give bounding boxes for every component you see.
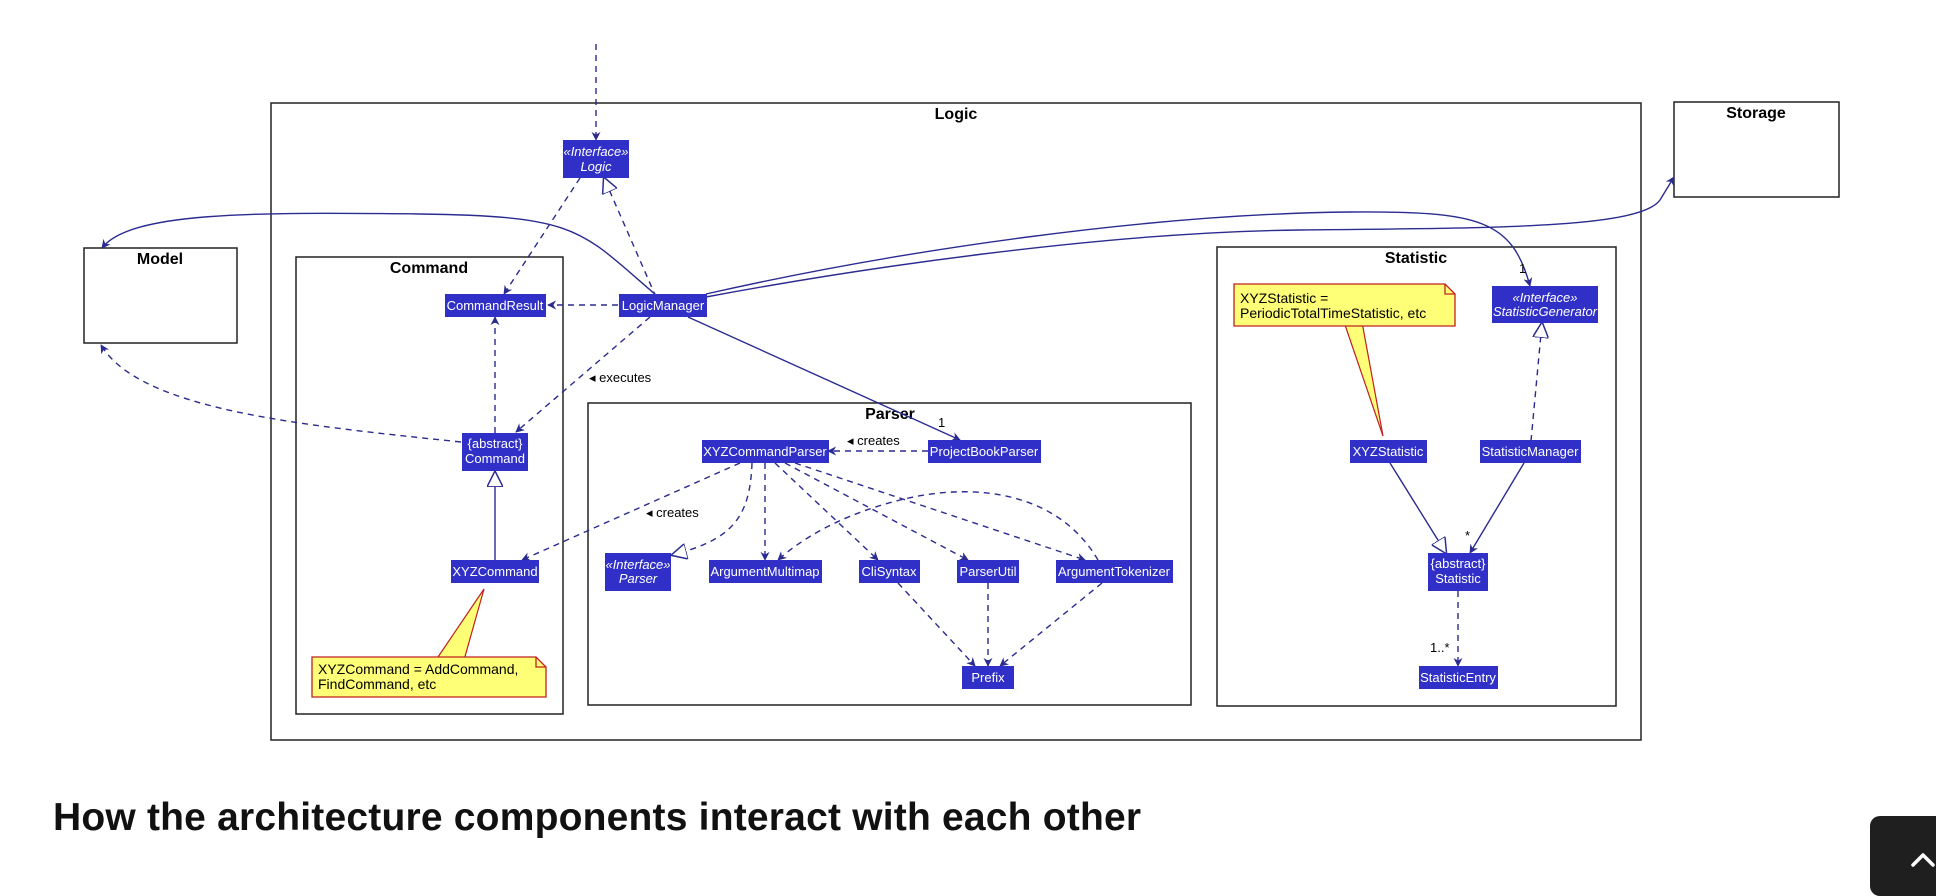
- class-command-name: Command: [465, 451, 525, 466]
- class-xyzstatistic-name: XYZStatistic: [1353, 444, 1424, 459]
- class-statisticgenerator-stereotype: «Interface»: [1512, 290, 1577, 305]
- class-logic-interface[interactable]: «Interface» Logic: [563, 140, 629, 178]
- edge-statisticmanager-to-statistic: [1469, 462, 1525, 554]
- multiplicity-statisticgenerator: 1: [1519, 261, 1526, 276]
- class-parser-interface-name: Parser: [619, 571, 658, 586]
- architecture-diagram: Logic Storage Model Command Parser Stati…: [83, 44, 1840, 741]
- class-argumentmultimap-name: ArgumentMultimap: [710, 564, 819, 579]
- class-statisticgenerator-name: StatisticGenerator: [1493, 304, 1598, 319]
- edge-xyzcommandparser-to-argumenttokenizer: [794, 462, 1086, 562]
- note-xyzstatistic: XYZStatistic = PeriodicTotalTimeStatisti…: [1233, 283, 1456, 437]
- class-command-abstract[interactable]: {abstract} Command: [462, 433, 528, 471]
- edge-xyzcommandparser-to-parserutil: [784, 462, 969, 561]
- note-xyzstatistic-line-1: XYZStatistic =: [1240, 290, 1328, 306]
- class-argumenttokenizer-name: ArgumentTokenizer: [1058, 564, 1171, 579]
- class-statistic-stereotype: {abstract}: [1431, 556, 1487, 571]
- package-parser: Parser: [587, 402, 1192, 706]
- note-xyzstatistic-line-2: PeriodicTotalTimeStatistic, etc: [1240, 305, 1426, 321]
- class-projectbookparser-name: ProjectBookParser: [930, 444, 1039, 459]
- class-xyzcommand-name: XYZCommand: [452, 564, 537, 579]
- note-xyzcommand: XYZCommand = AddCommand, FindCommand, et…: [311, 588, 547, 698]
- class-logicmanager[interactable]: LogicManager: [619, 294, 707, 317]
- package-command: Command: [295, 256, 564, 715]
- class-statisticgenerator-interface[interactable]: «Interface» StatisticGenerator: [1492, 286, 1598, 323]
- class-parserutil[interactable]: ParserUtil: [957, 560, 1019, 583]
- class-statisticmanager-name: StatisticManager: [1482, 444, 1579, 459]
- edge-xyzcommandparser-to-clisyntax: [774, 462, 879, 561]
- edge-logicmanager-to-model: [101, 212, 657, 296]
- label-creates-parser: ◂ creates: [847, 433, 900, 448]
- back-to-top-button[interactable]: [1870, 816, 1936, 896]
- label-creates-command: ◂ creates: [646, 505, 699, 520]
- class-parser-interface[interactable]: «Interface» Parser: [605, 553, 671, 591]
- class-statistic-abstract[interactable]: {abstract} Statistic: [1428, 553, 1488, 591]
- class-parserutil-name: ParserUtil: [959, 564, 1016, 579]
- class-prefix[interactable]: Prefix: [962, 666, 1014, 689]
- class-xyzcommandparser-name: XYZCommandParser: [703, 444, 827, 459]
- package-command-title: Command: [390, 260, 468, 277]
- edge-argumenttokenizer-to-prefix: [999, 582, 1103, 667]
- class-clisyntax-name: CliSyntax: [862, 564, 917, 579]
- multiplicity-projectbookparser: 1: [938, 415, 945, 430]
- multiplicity-statistic: *: [1465, 528, 1470, 543]
- class-prefix-name: Prefix: [971, 670, 1005, 685]
- package-storage-title: Storage: [1726, 105, 1786, 122]
- package-statistic: Statistic: [1216, 246, 1617, 707]
- edge-logicmanager-to-storage: [705, 176, 1675, 298]
- class-xyzstatistic[interactable]: XYZStatistic: [1350, 440, 1427, 463]
- class-xyzcommand[interactable]: XYZCommand: [451, 560, 539, 583]
- class-commandresult[interactable]: CommandResult: [445, 294, 546, 317]
- package-model-title: Model: [137, 251, 183, 268]
- class-statisticmanager[interactable]: StatisticManager: [1480, 440, 1581, 463]
- edge-argumenttokenizer-to-argumentmultimap: [777, 491, 1099, 561]
- class-logic-interface-name: Logic: [580, 159, 612, 174]
- class-clisyntax[interactable]: CliSyntax: [859, 560, 920, 583]
- package-model: Model: [83, 247, 238, 344]
- edge-command-to-model: [100, 344, 462, 443]
- class-command-stereotype: {abstract}: [468, 436, 524, 451]
- package-logic-title: Logic: [935, 106, 978, 123]
- edge-logicmanager-executes-command: [515, 316, 651, 433]
- edge-xyzstatistic-extends-statistic: [1389, 462, 1446, 553]
- package-storage: Storage: [1673, 101, 1840, 198]
- class-logicmanager-name: LogicManager: [622, 298, 705, 313]
- class-parser-interface-stereotype: «Interface»: [605, 557, 670, 572]
- edge-statisticmanager-realizes-statisticgenerator: [1530, 323, 1542, 442]
- edge-xyzcommandparser-realizes-parser: [672, 462, 753, 555]
- note-xyzcommand-line-2: FindCommand, etc: [318, 676, 436, 692]
- edge-logicmanager-to-projectbookparser: [687, 316, 961, 441]
- package-logic: Logic: [270, 102, 1642, 741]
- label-executes: ◂ executes: [589, 370, 652, 385]
- edge-logicmanager-to-statisticgenerator: [705, 211, 1533, 295]
- note-xyzcommand-line-1: XYZCommand = AddCommand,: [318, 661, 518, 677]
- edge-xyzcommandparser-creates-xyzcommand: [521, 462, 741, 561]
- class-argumenttokenizer[interactable]: ArgumentTokenizer: [1056, 560, 1173, 583]
- class-statisticentry-name: StatisticEntry: [1420, 670, 1496, 685]
- package-statistic-title: Statistic: [1385, 250, 1447, 267]
- class-xyzcommandparser[interactable]: XYZCommandParser: [702, 440, 829, 463]
- class-argumentmultimap[interactable]: ArgumentMultimap: [709, 560, 822, 583]
- class-logic-interface-stereotype: «Interface»: [563, 144, 628, 159]
- package-parser-title: Parser: [865, 406, 915, 423]
- multiplicity-statisticentry: 1..*: [1430, 640, 1450, 655]
- edge-clisyntax-to-prefix: [897, 582, 976, 667]
- class-projectbookparser[interactable]: ProjectBookParser: [928, 440, 1041, 463]
- edge-logic-to-commandresult: [503, 177, 581, 295]
- section-heading: How the architecture components interact…: [53, 796, 1142, 839]
- class-statisticentry[interactable]: StatisticEntry: [1419, 666, 1498, 689]
- class-statistic-name: Statistic: [1435, 571, 1481, 586]
- edge-logicmanager-realizes-logic: [604, 178, 657, 298]
- class-commandresult-name: CommandResult: [447, 298, 544, 313]
- chevron-up-icon: [1911, 853, 1935, 867]
